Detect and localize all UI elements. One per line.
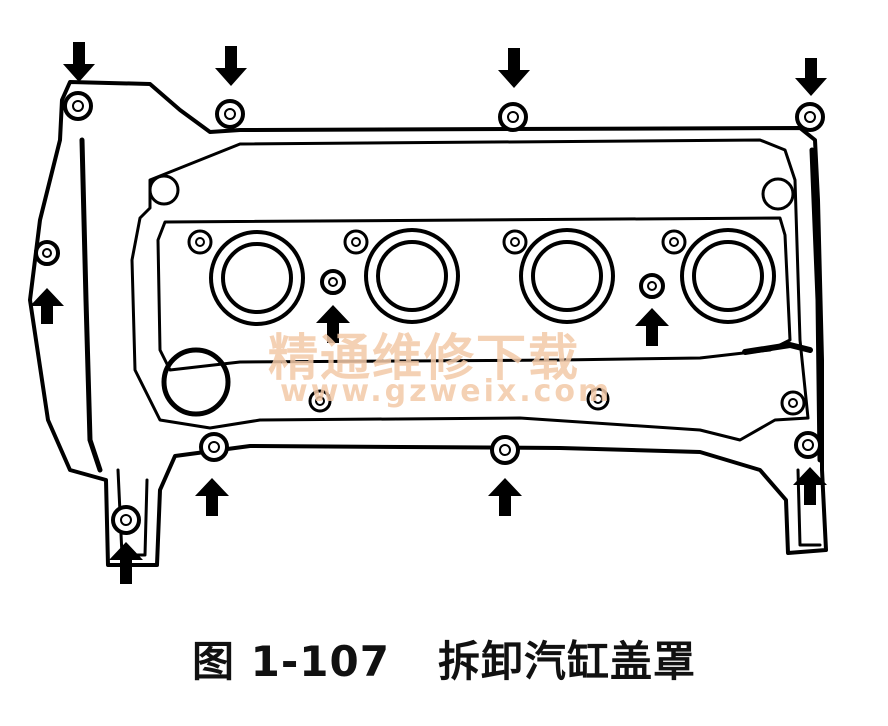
arrow-up-7 (109, 542, 143, 584)
bolt-2 (215, 99, 245, 129)
right-edge-line (809, 147, 823, 463)
cover-outer-outline (28, 80, 828, 567)
left-edge-line (79, 137, 103, 473)
watermark-text: 精通维修下载 (268, 329, 580, 387)
arrow-up-6 (793, 467, 827, 505)
bolt-12 (490, 435, 520, 465)
bolt-8 (308, 389, 332, 413)
oil-filler-hole (161, 347, 231, 417)
right-bracket (796, 468, 822, 547)
bolt-13 (794, 431, 822, 459)
figure-label: 图 1-107 (192, 637, 390, 686)
arrow-down-4 (795, 58, 827, 96)
arrow-down-2 (215, 46, 247, 86)
watermark-url: www.gzweix.com (280, 374, 613, 409)
bolt-7 (639, 273, 665, 299)
plug-hole-4 (661, 228, 776, 324)
plug-plate-outline (156, 216, 792, 372)
arrow-down-3 (498, 48, 530, 88)
bolt-9 (586, 387, 610, 411)
gasket-groove (130, 138, 810, 442)
plug-hole-3 (502, 228, 615, 324)
plug-hole-2 (343, 228, 460, 324)
right-hose-line (742, 342, 813, 355)
figure-caption: 图 1-107 拆卸汽缸盖罩 (0, 628, 888, 689)
arrow-up-4 (195, 478, 229, 516)
corner-hole-right (761, 177, 795, 211)
bolt-6 (320, 269, 346, 295)
bolt-3 (498, 102, 528, 132)
bolt-10 (780, 390, 806, 416)
arrow-up-1 (30, 288, 64, 324)
arrow-down-1 (63, 42, 95, 82)
figure-title: 拆卸汽缸盖罩 (437, 637, 696, 686)
bolt-5 (34, 240, 60, 266)
plug-hole-1 (187, 229, 305, 326)
arrow-up-3 (635, 308, 669, 346)
bolt-11 (199, 432, 229, 462)
corner-hole-left (148, 174, 180, 206)
bolt-1 (63, 91, 93, 121)
bolt-14 (111, 505, 141, 535)
arrow-up-5 (488, 478, 522, 516)
bolt-4 (795, 102, 825, 132)
arrow-up-2 (316, 305, 350, 343)
